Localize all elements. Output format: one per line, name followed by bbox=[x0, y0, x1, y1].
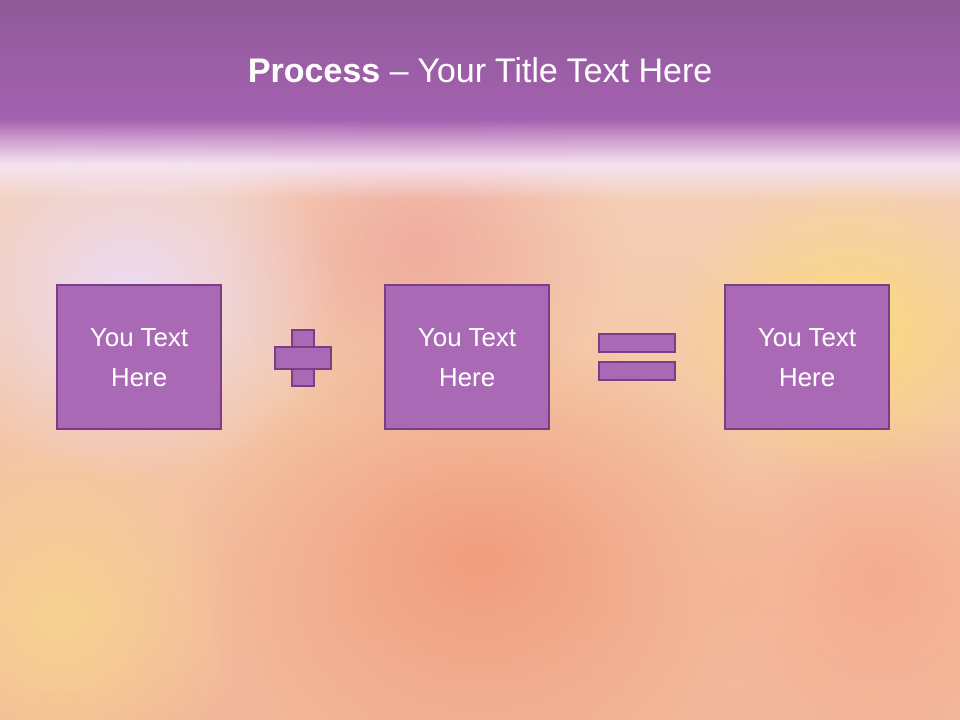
process-box-2: You Text Here bbox=[384, 284, 550, 430]
title-rest: – Your Title Text Here bbox=[380, 52, 713, 90]
plus-center-fill bbox=[293, 348, 313, 368]
process-box-label: You Text Here bbox=[89, 322, 189, 392]
title-bold: Process bbox=[247, 52, 381, 90]
title-bar bbox=[0, 0, 960, 200]
equals-bar-bottom bbox=[598, 361, 676, 381]
process-box-1: You Text Here bbox=[56, 284, 222, 430]
slide-title: Process – Your Title Text Here bbox=[0, 52, 960, 91]
process-box-label: You Text Here bbox=[757, 322, 857, 392]
plus-right-cap bbox=[330, 346, 332, 370]
equals-bar-top bbox=[598, 333, 676, 353]
process-box-3: You Text Here bbox=[724, 284, 890, 430]
plus-left-cap bbox=[274, 346, 276, 370]
process-box-label: You Text Here bbox=[417, 322, 517, 392]
